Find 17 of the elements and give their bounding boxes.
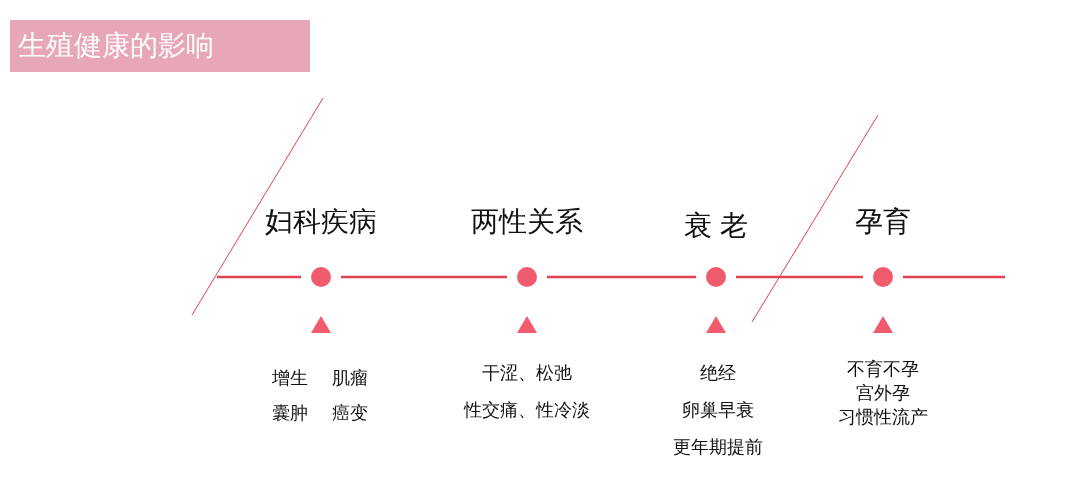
item-text: 不育不孕 (847, 357, 919, 381)
item-text: 癌变 (332, 401, 368, 425)
item-text: 卵巢早衰 (682, 398, 754, 422)
item-text: 囊肿 (272, 401, 308, 425)
item-text: 习惯性流产 (838, 405, 928, 429)
title-banner: 生殖健康的影响 (10, 20, 310, 72)
category-heading: 孕育 (855, 204, 911, 240)
item-text: 肌瘤 (332, 366, 368, 390)
item-text: 绝经 (700, 361, 736, 385)
category-heading: 衰 老 (683, 208, 749, 244)
category-heading: 妇科疾病 (265, 204, 377, 240)
item-text: 更年期提前 (673, 435, 763, 459)
item-text: 干涩、松弛 (482, 361, 572, 385)
item-text: 宫外孕 (856, 381, 910, 405)
item-text: 增生 (272, 366, 308, 390)
item-text: 性交痛、性冷淡 (464, 398, 590, 422)
category-heading: 两性关系 (471, 204, 583, 240)
